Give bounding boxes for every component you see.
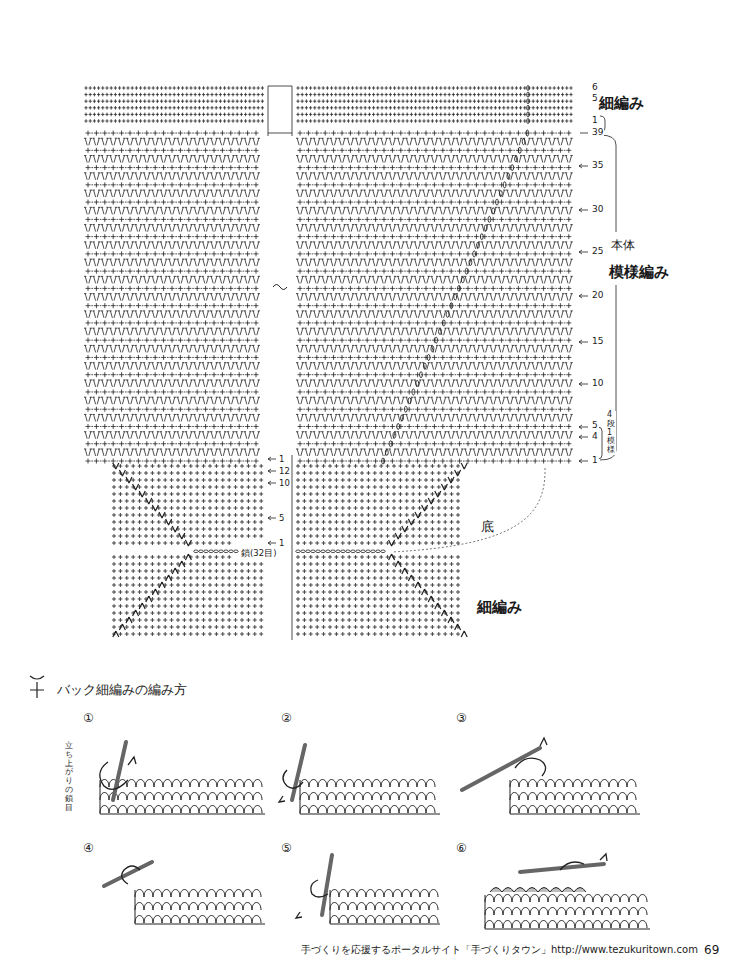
chart-label: 細編み <box>598 94 645 112</box>
fabric-illustration <box>135 890 265 925</box>
single-crochet-symbols <box>84 86 572 463</box>
chart-label: 4 <box>591 431 599 442</box>
chart-label: 底 <box>480 519 495 535</box>
chart-label: 6 <box>591 82 599 93</box>
chart-label: 10 <box>591 378 604 389</box>
hook-illustration <box>292 745 305 800</box>
chart-label: ① <box>82 711 95 725</box>
chart-label: ③ <box>455 711 468 725</box>
chart-label: 5 <box>591 420 599 431</box>
chart-label: 20 <box>591 290 604 301</box>
chart-label: 手づくりを応援するポータルサイト「手づくりタウン」http://www.tezu… <box>300 944 699 956</box>
chart-label: 35 <box>591 160 604 171</box>
chart-label: 1 <box>591 455 599 466</box>
chart-label: 10 <box>278 478 291 488</box>
vertical-note: 4段1模様 <box>606 411 616 455</box>
fabric-illustration <box>485 895 650 930</box>
chain-start-marks <box>382 86 530 465</box>
chart-label: 39 <box>591 127 604 138</box>
yarn-illustration <box>296 880 328 918</box>
break-lines <box>292 470 293 640</box>
chart-label: ⑥ <box>455 841 468 855</box>
chart-label: 25 <box>591 246 604 257</box>
fabric-illustration <box>100 780 265 815</box>
yarn-illustration <box>560 854 607 870</box>
hook-illustration <box>104 862 152 886</box>
chart-label: 1 <box>278 454 285 464</box>
chart-label: 1 <box>278 538 285 548</box>
chart-label: ⑤ <box>280 841 293 855</box>
yarn-illustration <box>122 866 140 884</box>
pattern-stitch-symbols <box>84 138 573 456</box>
chart-label: ④ <box>82 841 95 855</box>
chart-label: 12 <box>278 466 291 476</box>
fabric-illustration <box>300 780 440 815</box>
chart-label: 模様編み <box>608 263 670 281</box>
chart-label: 鎖(32目) <box>240 548 277 558</box>
break-lines <box>268 86 292 470</box>
stitch-symbol <box>30 676 44 698</box>
row-arrows <box>268 133 588 545</box>
chart-label: 69 <box>703 943 720 957</box>
break-tilde <box>273 285 287 290</box>
chart-label: 5 <box>278 513 285 523</box>
hook-illustration <box>113 742 126 800</box>
chart-label: 30 <box>591 204 604 215</box>
base-single-crochet <box>112 464 460 636</box>
chart-label: 15 <box>591 336 604 347</box>
hook-illustration <box>462 748 540 790</box>
chart-label: バック細編みの編み方 <box>56 682 188 698</box>
yarn-illustration <box>279 770 303 802</box>
yarn-illustration <box>100 757 136 789</box>
back-stitch-illustration <box>490 888 586 893</box>
vertical-note: 立ち上がりの鎖目 <box>64 742 74 812</box>
hook-illustration <box>322 855 332 915</box>
chart-label: 5 <box>591 93 599 104</box>
yarn-illustration <box>515 738 547 776</box>
base-chain <box>194 550 386 553</box>
chart-label: 細編み <box>476 598 523 616</box>
dotted-leader <box>392 468 545 552</box>
chart-label: ② <box>280 711 293 725</box>
chart-label: 本体 <box>610 238 636 252</box>
increase-marks <box>113 463 467 637</box>
fabric-illustration <box>510 780 640 815</box>
chart-label: 1 <box>591 115 599 126</box>
fabric-illustration <box>330 890 440 925</box>
